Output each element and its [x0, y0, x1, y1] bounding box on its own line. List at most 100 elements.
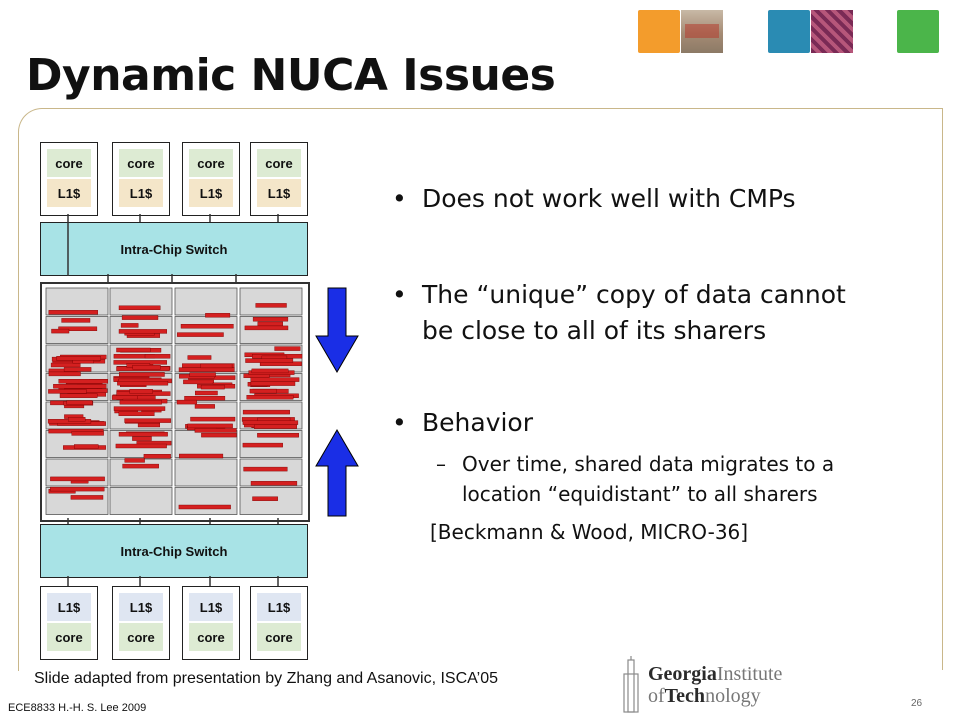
bottom-core-tile-3: L1$ core: [182, 586, 240, 660]
bullet-dot: •: [392, 280, 407, 309]
l1-cache-label: L1$: [257, 179, 301, 207]
cache-bank: [174, 458, 238, 487]
l1-cache-label: L1$: [47, 179, 91, 207]
data-block: [187, 355, 212, 360]
data-block: [251, 368, 289, 374]
top-core-tile-4: core L1$: [250, 142, 308, 216]
l1-cache-label: L1$: [119, 179, 163, 207]
logo-georgia: Georgia: [648, 663, 717, 685]
shared-cache-array: [40, 282, 310, 522]
cache-bank: [109, 287, 173, 316]
arrow-up-icon: [315, 429, 359, 517]
data-block: [118, 329, 167, 334]
data-block: [61, 318, 91, 323]
bottom-core-tile-1: L1$ core: [40, 586, 98, 660]
bullet-2: • The “unique” copy of data cannot be cl…: [392, 280, 846, 345]
bullet-2-text-line1: The “unique” copy of data cannot: [422, 280, 846, 309]
cache-bank: [109, 487, 173, 515]
cache-bank: [239, 487, 303, 515]
intra-chip-switch-top: Intra-Chip Switch: [40, 222, 308, 276]
tech-tower-icon: [623, 656, 639, 713]
data-block: [118, 411, 155, 417]
bullet-1-text: Does not work well with CMPs: [422, 184, 796, 213]
data-block: [58, 326, 98, 331]
bottom-core-tile-4: L1$ core: [250, 586, 308, 660]
data-block: [119, 400, 162, 405]
data-block: [184, 395, 226, 401]
data-block: [59, 393, 98, 398]
data-block: [129, 389, 153, 394]
data-block: [246, 394, 294, 400]
intra-chip-switch-bottom: Intra-Chip Switch: [40, 524, 308, 578]
header-tile-green: [897, 10, 939, 53]
data-block: [117, 380, 169, 386]
data-block: [121, 315, 159, 320]
top-core-tile-1: core L1$: [40, 142, 98, 216]
georgia-tech-logo: GeorgiaInstitute ofTechnology: [614, 656, 824, 716]
data-block: [51, 328, 70, 334]
logo-line2: ofTechnology: [648, 686, 761, 706]
data-block: [243, 466, 288, 472]
bullet-dot: •: [392, 408, 407, 437]
data-block: [118, 372, 165, 377]
logo-tech: Tech: [664, 685, 706, 707]
data-block: [244, 325, 289, 331]
data-block: [118, 431, 168, 437]
data-block: [143, 453, 171, 459]
data-block: [118, 305, 161, 310]
data-block: [183, 379, 214, 385]
data-block: [50, 476, 105, 482]
l1-cache-label: L1$: [189, 179, 233, 207]
bullet-3-text: Behavior: [422, 408, 534, 437]
data-block: [194, 390, 218, 396]
top-core-tile-3: core L1$: [182, 142, 240, 216]
cache-bank: [174, 487, 238, 515]
header-tile-blue: [768, 10, 810, 53]
data-block: [242, 420, 299, 425]
data-block: [124, 458, 145, 463]
core-label: core: [189, 623, 233, 651]
data-block: [274, 346, 301, 351]
data-block: [257, 432, 299, 438]
slide-title: Dynamic NUCA Issues: [26, 50, 556, 101]
sub-bullet: – Over time, shared data migrates to a l…: [436, 452, 834, 506]
content-frame: [18, 108, 943, 671]
data-block: [194, 428, 237, 433]
data-block: [200, 384, 225, 390]
data-block: [200, 363, 233, 369]
sub-bullet-dash: –: [436, 452, 446, 476]
bullet-3: • Behavior: [392, 408, 533, 437]
core-label: core: [119, 149, 163, 177]
data-block: [250, 481, 298, 486]
diagram-connectors: [67, 214, 279, 586]
top-core-tile-2: core L1$: [112, 142, 170, 216]
bullet-dot: •: [392, 184, 407, 213]
data-block: [178, 504, 231, 510]
cache-bank: [109, 458, 173, 487]
data-block: [194, 404, 215, 409]
data-block: [255, 303, 287, 308]
header-tile-orange: [638, 10, 680, 53]
data-block: [189, 372, 216, 378]
bottom-core-tile-2: L1$ core: [112, 586, 170, 660]
content-frame-right-edge: [942, 108, 943, 670]
header-photo-campus: [681, 10, 723, 53]
core-label: core: [47, 623, 91, 651]
header-photo-chip: [811, 10, 853, 53]
core-label: core: [119, 623, 163, 651]
data-block: [245, 358, 294, 363]
data-block: [205, 313, 231, 318]
l1-cache-label: L1$: [119, 593, 163, 621]
data-block: [63, 367, 92, 372]
core-label: core: [257, 149, 301, 177]
bullet-1: • Does not work well with CMPs: [392, 184, 796, 213]
source-note: Slide adapted from presentation by Zhang…: [34, 670, 498, 687]
data-block: [74, 444, 99, 449]
data-block: [56, 356, 101, 361]
logo-institute: Institute: [716, 663, 783, 685]
data-block: [58, 378, 108, 384]
data-block: [252, 496, 278, 501]
data-block: [180, 324, 234, 329]
data-block: [48, 389, 87, 394]
data-block: [190, 416, 236, 422]
